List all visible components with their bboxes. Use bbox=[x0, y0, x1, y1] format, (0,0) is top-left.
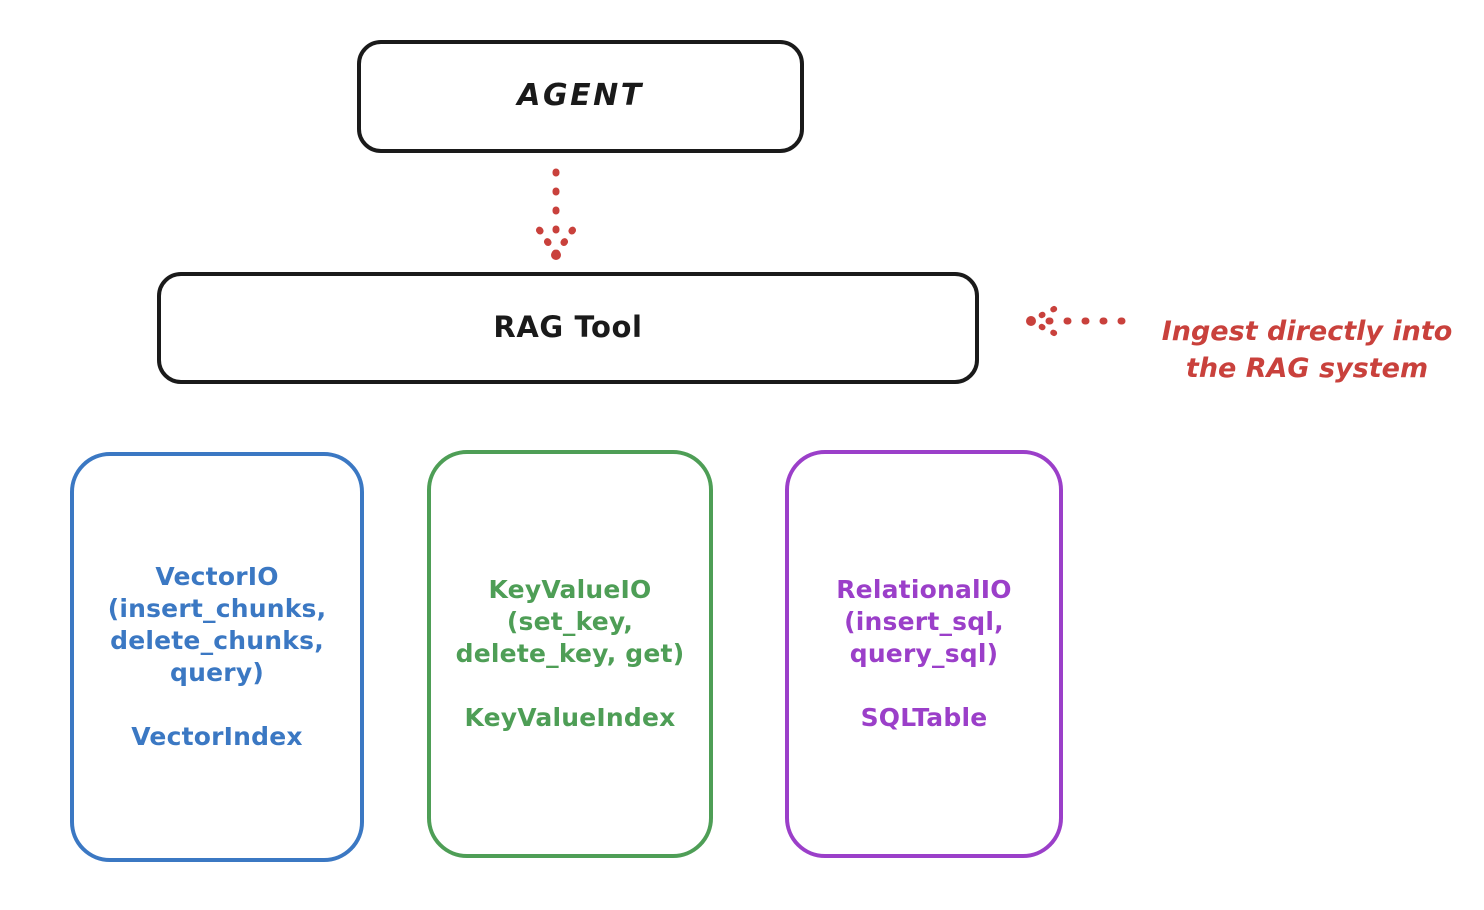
ingest-to-rag-tool-arrow bbox=[1026, 303, 1126, 339]
agent-node[interactable]: AGENT bbox=[357, 40, 804, 153]
key-value-io-node[interactable]: KeyValueIO (set_key, delete_key, get) Ke… bbox=[427, 450, 713, 858]
vector-io-node-label: VectorIO (insert_chunks, delete_chunks, … bbox=[107, 562, 327, 751]
vector-io-node[interactable]: VectorIO (insert_chunks, delete_chunks, … bbox=[70, 452, 364, 862]
ingest-annotation: Ingest directly into the RAG system bbox=[1142, 278, 1472, 387]
ingest-annotation-text: Ingest directly into the RAG system bbox=[1161, 316, 1453, 384]
relational-io-node[interactable]: RelationalIO (insert_sql, query_sql) SQL… bbox=[785, 450, 1063, 858]
agent-node-label: AGENT bbox=[517, 78, 644, 114]
rag-tool-node[interactable]: RAG Tool bbox=[157, 272, 979, 384]
key-value-io-node-label: KeyValueIO (set_key, delete_key, get) Ke… bbox=[455, 575, 685, 732]
relational-io-node-label: RelationalIO (insert_sql, query_sql) SQL… bbox=[836, 575, 1012, 732]
rag-tool-node-label: RAG Tool bbox=[493, 310, 643, 345]
agent-to-rag-tool-arrow bbox=[534, 168, 578, 260]
